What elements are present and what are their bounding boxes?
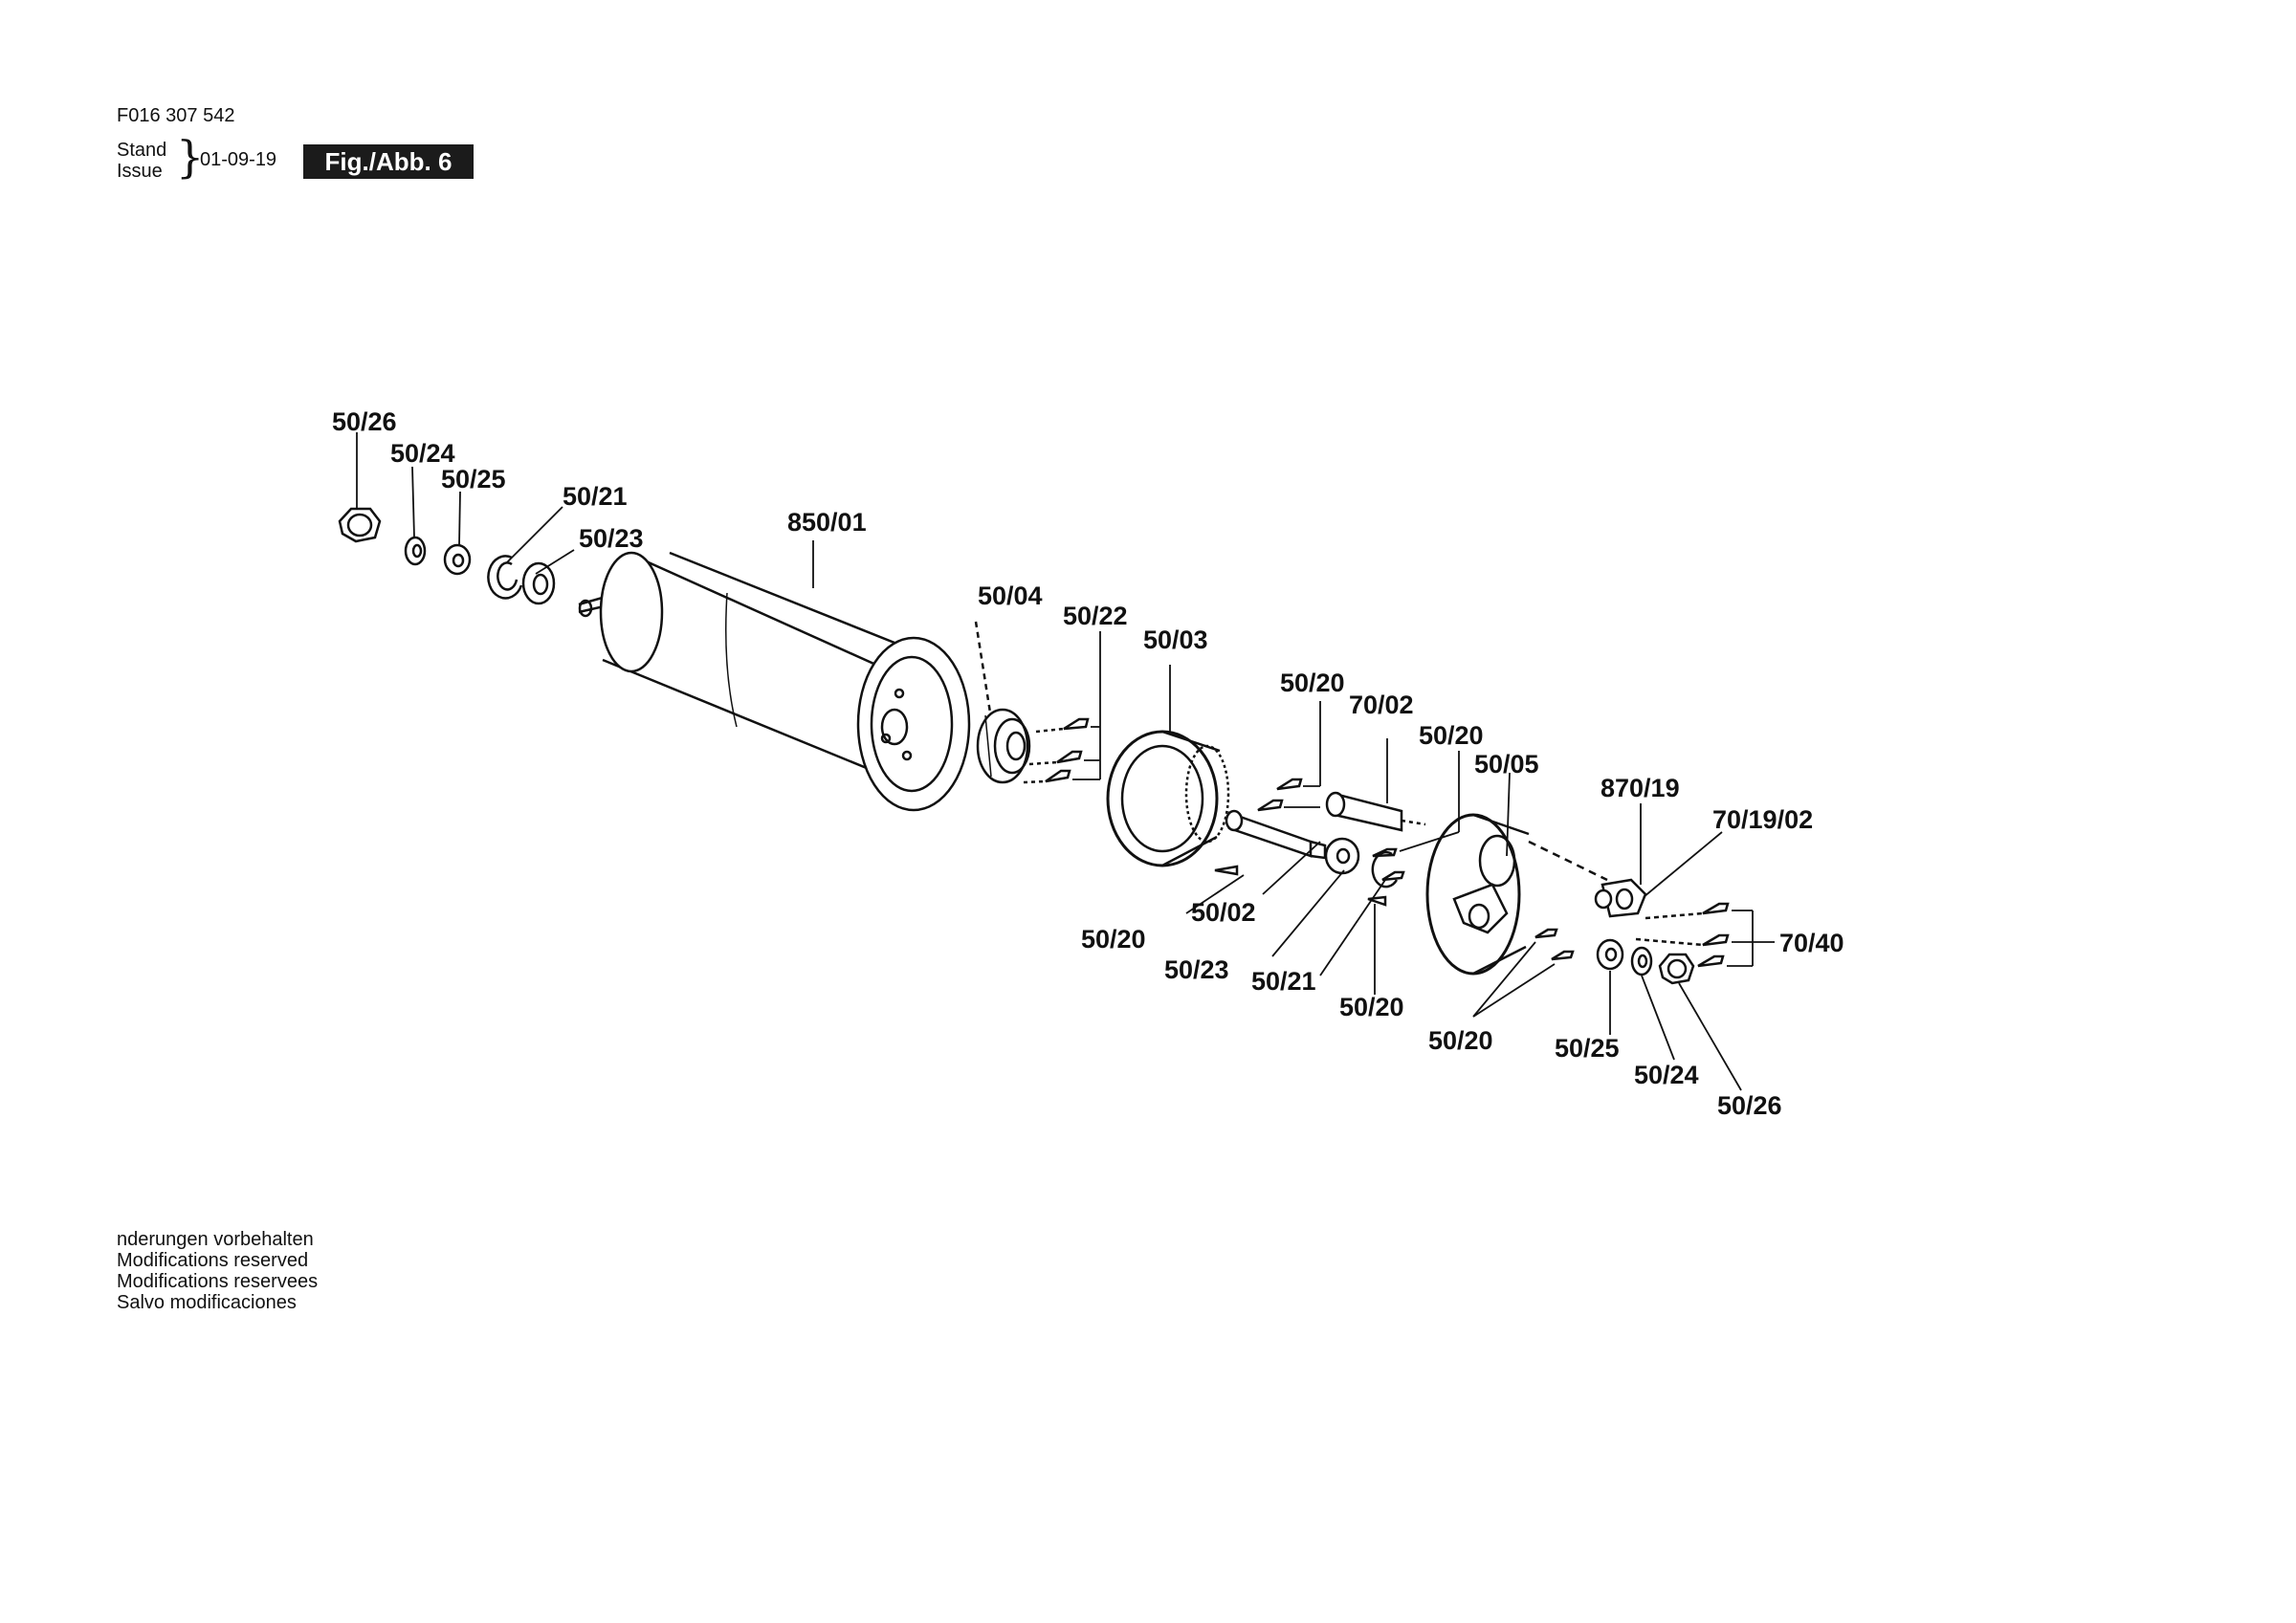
lock-washer-right [1630, 946, 1653, 976]
part-label: 870/19 [1601, 774, 1680, 802]
screws-50-20-center [1214, 778, 1405, 907]
part-label: 50/03 [1143, 625, 1208, 654]
notice-line-de: nderungen vorbehalten [117, 1229, 314, 1250]
part-labels: 50/26 50/24 50/25 50/21 50/23 850/01 50/… [332, 407, 1844, 1120]
part-label: 50/23 [579, 524, 644, 553]
circlip-center [1371, 850, 1399, 888]
screws-50-20-right [1534, 928, 1575, 961]
notice-line-es: Salvo modificaciones [117, 1292, 297, 1313]
part-label: 50/20 [1280, 669, 1345, 697]
notice-line-fr: Modifications reservees [117, 1271, 319, 1292]
part-label: 50/02 [1191, 898, 1256, 927]
part-label: 50/22 [1063, 602, 1128, 630]
modifications-notice: nderungen vorbehalten Modifications rese… [117, 1229, 318, 1313]
part-label: 50/24 [390, 439, 455, 468]
part-label: 50/26 [1717, 1091, 1782, 1120]
diagram-artwork [338, 507, 1730, 985]
part-label: 50/04 [978, 581, 1043, 610]
document-number: F016 307 542 [117, 105, 235, 126]
bracket [1594, 878, 1647, 918]
part-label: 50/24 [1634, 1061, 1699, 1089]
nut-left [338, 507, 382, 543]
gear-ring [1106, 730, 1230, 867]
shaft [1225, 809, 1327, 860]
part-label: 70/19/02 [1712, 805, 1813, 834]
part-label: 50/26 [332, 407, 397, 436]
part-label: 50/20 [1339, 993, 1404, 1021]
part-label: 50/21 [1251, 967, 1316, 996]
motor-housing [578, 551, 971, 812]
screws-70-40 [1635, 902, 1730, 968]
part-label: 50/20 [1419, 721, 1484, 750]
brace-symbol: } [176, 131, 205, 183]
part-label: 50/20 [1081, 925, 1146, 954]
washer-left [443, 543, 472, 576]
part-label: 50/21 [563, 482, 628, 511]
nut-right [1658, 953, 1695, 985]
bearing [974, 621, 1031, 784]
end-cap [1425, 813, 1608, 976]
lock-washer-left [404, 536, 427, 566]
washer-right [1596, 938, 1624, 971]
issue-label: Issue [117, 161, 163, 182]
part-label: 850/01 [787, 508, 867, 537]
spacer-left [521, 561, 556, 605]
figure-label: Fig./Abb. 6 [303, 144, 474, 179]
part-label: 50/25 [441, 465, 506, 493]
screws-50-22 [1023, 717, 1090, 784]
part-label: 50/23 [1164, 955, 1229, 984]
part-label: 50/20 [1428, 1026, 1493, 1055]
part-label: 50/05 [1474, 750, 1539, 779]
washer-center [1324, 837, 1360, 875]
notice-line-en: Modifications reserved [117, 1250, 309, 1271]
pin [1325, 791, 1426, 832]
circlip-left [487, 555, 523, 600]
part-label: 70/40 [1779, 929, 1844, 957]
stand-issue-labels: Stand Issue [117, 140, 166, 182]
leader-lines [356, 432, 1775, 1091]
part-label: 50/25 [1555, 1034, 1620, 1063]
stand-label: Stand [117, 140, 167, 161]
part-label: 70/02 [1349, 691, 1414, 719]
issue-date: 01-09-19 [200, 149, 277, 170]
